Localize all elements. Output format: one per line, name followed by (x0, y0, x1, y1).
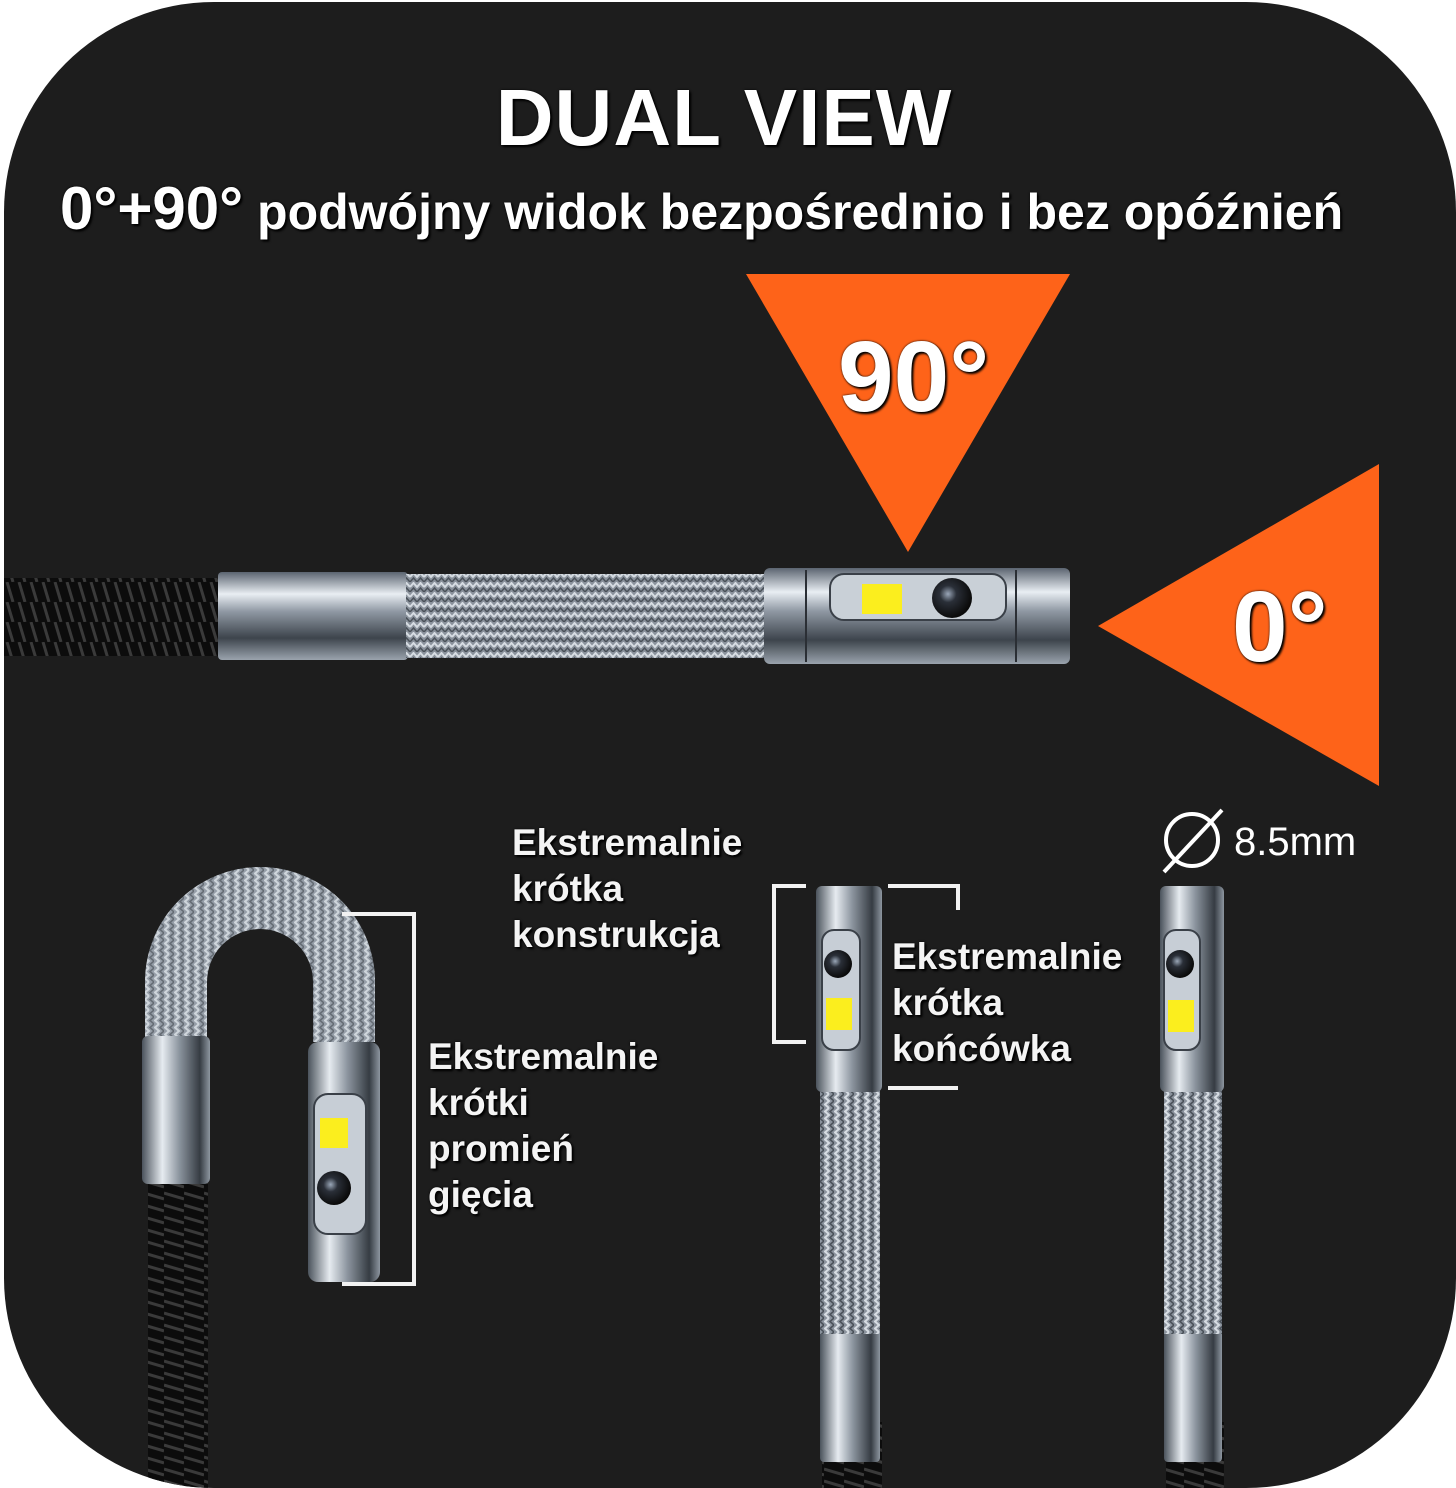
construction-bracket (772, 884, 806, 1044)
front-view-angle-label: 0° (1232, 571, 1328, 683)
bend-radius-label: Ekstremalnie krótki promień gięcia (428, 1036, 659, 1215)
diameter-icon (1162, 808, 1224, 874)
product-illustration (4, 274, 1379, 1488)
top-view-cone (746, 274, 1070, 552)
vertical-probe-diameter (1160, 886, 1224, 1488)
bent-probe (142, 867, 380, 1488)
vertical-probe-short-construction (816, 886, 882, 1488)
page-subtitle: 0°+90° podwójny widok bezpośrednio i bez… (60, 174, 1343, 243)
camera-lens (932, 578, 972, 618)
subtitle-text: podwójny widok bezpośrednio i bez opóźni… (243, 184, 1344, 240)
short-construction-label: Ekstremalnie krótka konstrukcja (512, 822, 743, 955)
page-title: DUAL VIEW (495, 73, 953, 162)
tip-bracket (888, 884, 960, 910)
top-view-angle-label: 90° (838, 321, 990, 433)
subtitle-angles: 0°+90° (60, 175, 244, 242)
product-card: DUAL VIEW 0°+90° podwójny widok bezpośre… (4, 2, 1456, 1488)
front-view-cone (1098, 464, 1379, 786)
horizontal-probe (4, 568, 1070, 664)
diameter-label: 8.5mm (1234, 820, 1357, 864)
bend-radius-bracket (342, 912, 416, 1286)
short-tip-label: Ekstremalnie krótka końcówka (892, 936, 1123, 1069)
led-light (862, 584, 902, 614)
